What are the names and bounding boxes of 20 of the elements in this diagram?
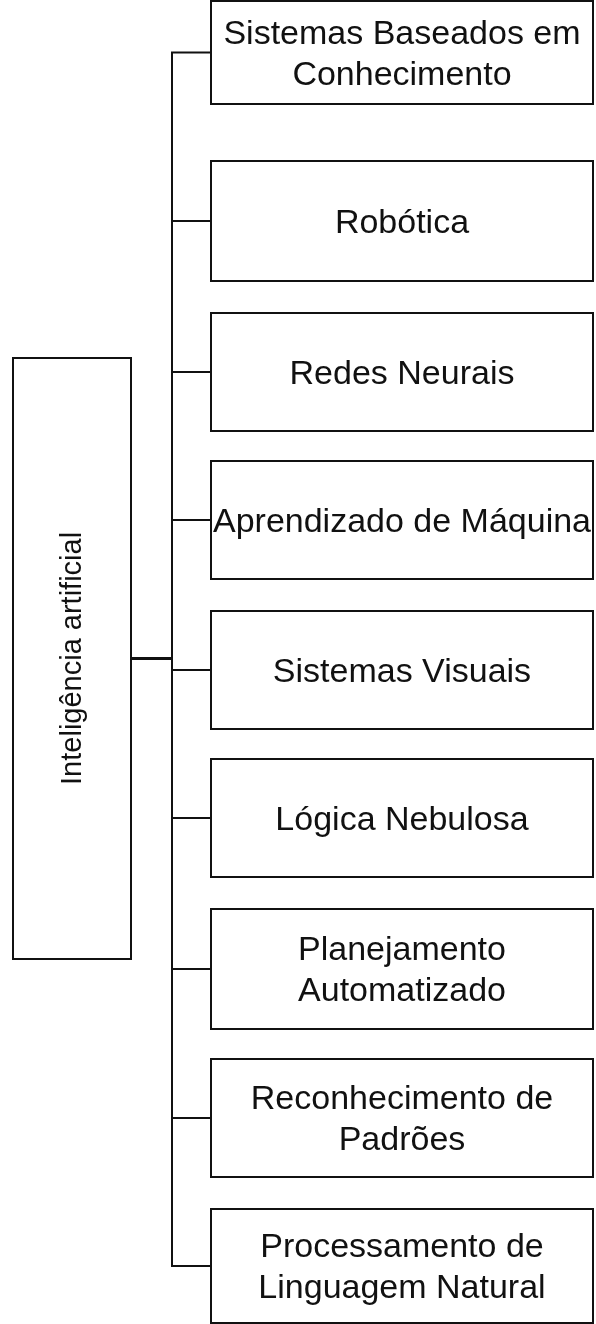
topic-box xyxy=(210,908,594,1030)
topic-box xyxy=(210,1058,594,1178)
node-label: Lógica Nebulosa xyxy=(275,797,529,839)
root-box xyxy=(12,357,132,960)
topic-box xyxy=(210,460,594,580)
topic-box xyxy=(210,610,594,730)
node-label: Planejamento Automatizado xyxy=(297,928,507,1010)
topic-box xyxy=(210,0,594,105)
node-label: Sistemas Visuais xyxy=(272,649,532,691)
node-label: Aprendizado de Máquina xyxy=(212,499,592,541)
topic-box xyxy=(210,1208,594,1324)
node-label: Redes Neurais xyxy=(289,351,515,393)
node-label: Inteligência artificial xyxy=(54,531,89,786)
node-label: Robótica xyxy=(334,200,470,242)
topic-box xyxy=(210,160,594,282)
node-label: Reconhecimento de Padrões xyxy=(249,1077,555,1159)
node-label: Sistemas Baseados em Conhecimento xyxy=(222,11,582,94)
topic-box xyxy=(210,758,594,878)
topic-box xyxy=(210,312,594,432)
node-label: Processamento de Linguagem Natural xyxy=(257,1225,547,1307)
